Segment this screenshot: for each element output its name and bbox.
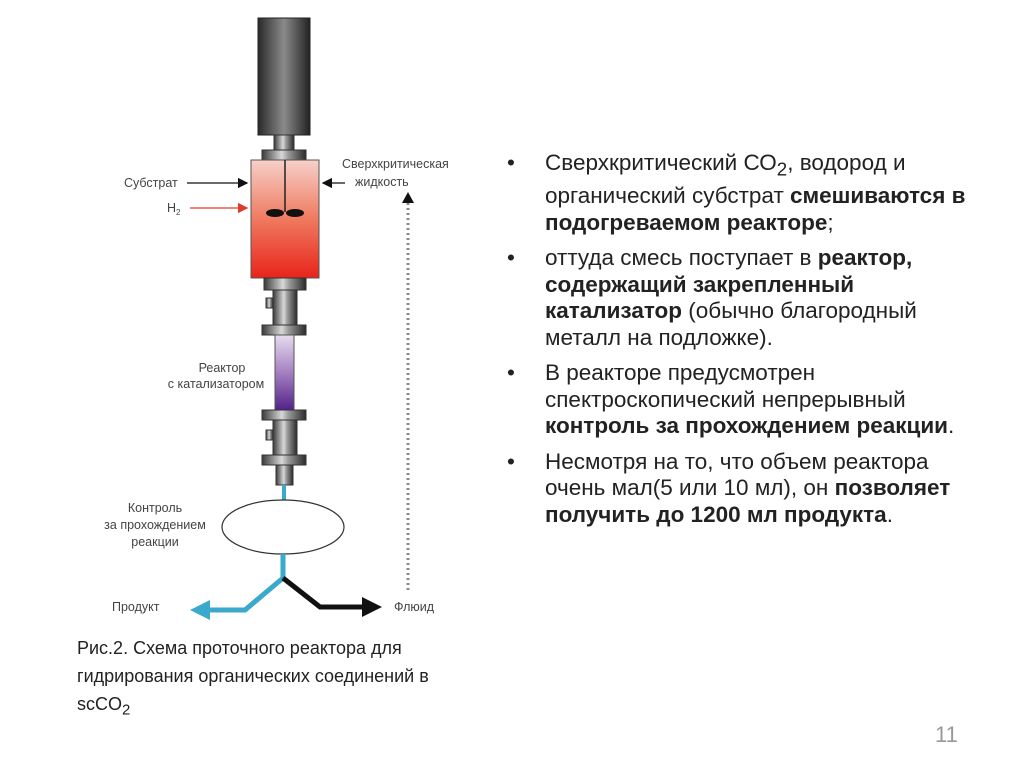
bullet-text: позволяет получить до 1200 мл продукта [545,475,951,527]
bullet-text: Сверхкритический СО [545,150,777,175]
label-control-2: за прохождением [104,518,206,532]
label-supercritical-1: Сверхкритическая [342,157,449,171]
label-reactor-2: с катализатором [168,377,264,391]
bullet-text: Несмотря на то, что объем реактора очень… [545,448,929,501]
page-number: 11 [935,722,958,747]
fluid-line [281,576,382,617]
label-fluid: Флюид [394,600,435,614]
bullet-text: ; [827,209,834,235]
bullet-item: Сверхкритический СО2, водород и органиче… [505,150,975,236]
bullet-item: Несмотря на то, что объем реактора очень… [505,449,975,529]
label-supercritical-2: жидкость [355,175,409,189]
bullet-text: оттуда смесь поступает в [545,245,818,270]
stirrer-motor [257,17,311,161]
bullet-item: В реакторе предусмотрен спектроскопическ… [505,360,975,440]
bullet-text: . [948,413,955,438]
label-product: Продукт [112,600,160,614]
bullet-text: реактор, содержащий закрепленный катализ… [545,245,913,323]
bullet-list: Сверхкритический СО2, водород и органиче… [505,150,975,537]
label-reactor-1: Реактор [199,361,246,375]
bullet-text: . [886,501,893,527]
label-control-1: Контроль [128,501,182,515]
heated-mixing-vessel [250,159,320,279]
bullet-text: (обычно благородный металл на подложке). [545,298,917,350]
bullet-text: 2 [776,158,788,180]
bullet-text: смешиваются в подогреваемом реакторе [545,183,966,235]
label-substrate: Субстрат [124,176,178,190]
bullet-text: В реакторе предусмотрен спектроскопическ… [545,360,906,412]
label-control-3: реакции [131,535,178,549]
monitoring-cell [221,499,345,555]
product-line [190,554,286,620]
bullet-text: , водород и органический субстрат [545,150,906,208]
label-h2: H2 [167,201,181,217]
figure-caption: Рис.2. Схема проточного реактора для гид… [77,638,429,719]
flow-reactor-diagram: Субстрат H2 Сверхкритическая жидкость Ре… [104,17,449,620]
bullet-item: оттуда смесь поступает в реактор, содерж… [505,245,975,351]
catalyst-reactor [274,334,295,411]
bullet-text: контроль за прохождением реакции [545,413,949,438]
connecting-tubes [261,277,307,486]
